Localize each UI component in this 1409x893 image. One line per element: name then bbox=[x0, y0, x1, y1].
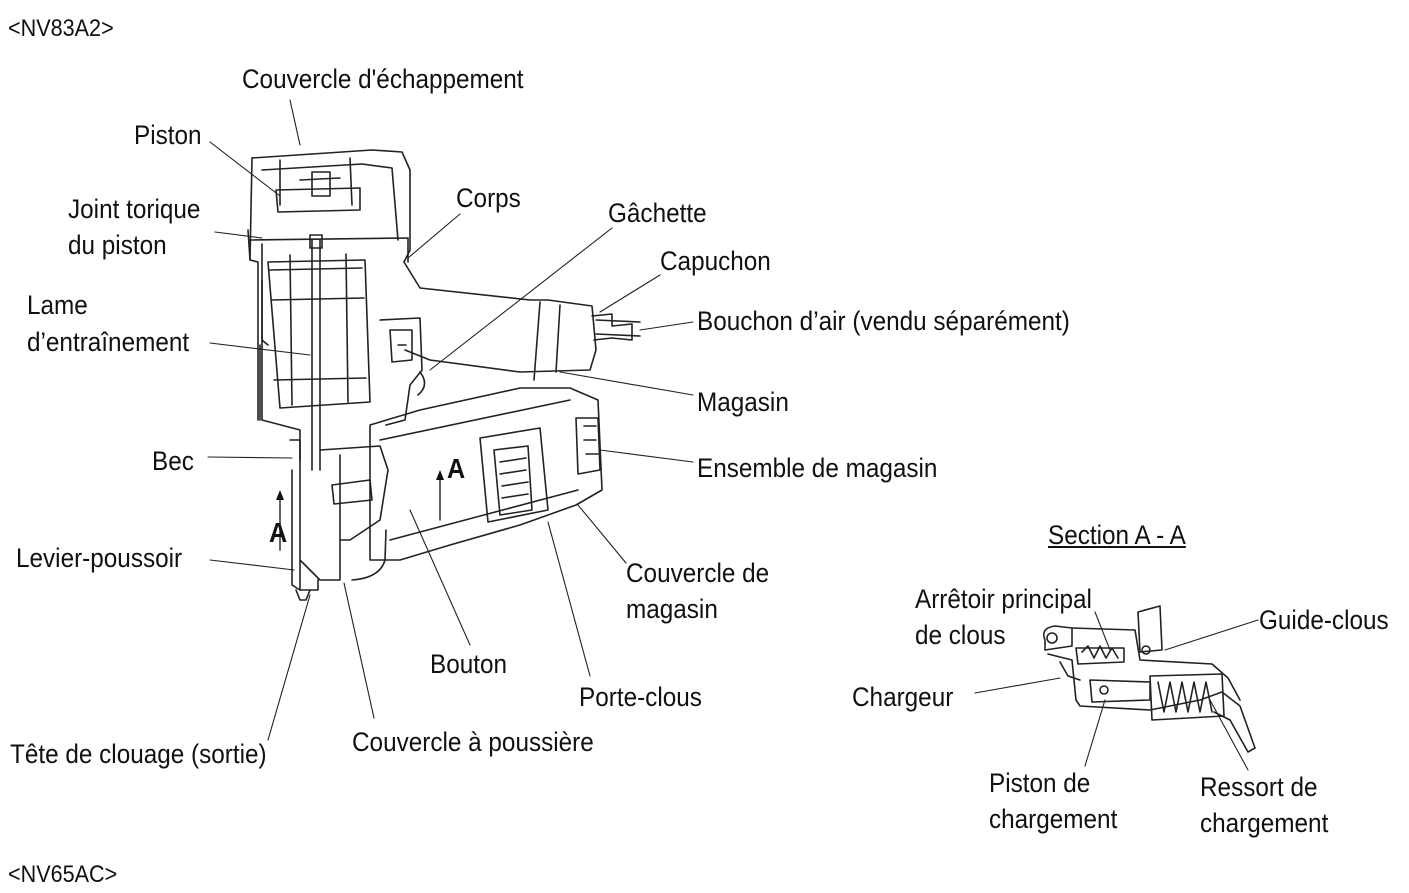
label-couvercle-echappement: Couvercle d'échappement bbox=[242, 64, 524, 94]
model-title-nv65ac: <NV65AC> bbox=[8, 861, 118, 888]
handle-shape bbox=[403, 261, 597, 373]
label-couvercle-magasin-1: Couvercle de bbox=[626, 558, 770, 588]
label-joint-torique-1: Joint torique bbox=[68, 194, 201, 224]
label-joint-torique-2: du piston bbox=[68, 230, 167, 260]
label-piston-chargement-1: Piston de bbox=[989, 768, 1091, 798]
label-couvercle-poussiere: Couvercle à poussière bbox=[352, 727, 594, 757]
label-porte-clous: Porte-clous bbox=[579, 682, 702, 712]
label-chargeur: Chargeur bbox=[852, 682, 954, 712]
label-ressort-chargement-1: Ressort de bbox=[1200, 772, 1318, 802]
label-levier-poussoir: Levier-poussoir bbox=[16, 543, 183, 573]
section-marker-right: A bbox=[447, 453, 466, 484]
label-bouton: Bouton bbox=[430, 649, 508, 679]
label-gachette: Gâchette bbox=[608, 198, 707, 228]
label-corps: Corps bbox=[456, 183, 521, 213]
label-piston: Piston bbox=[134, 120, 202, 150]
magazine-shape bbox=[369, 387, 603, 561]
label-guide-clous: Guide-clous bbox=[1259, 605, 1389, 635]
air-plug-shape bbox=[591, 313, 633, 341]
model-title-nv83a2: <NV83A2> bbox=[8, 15, 114, 42]
body-shape bbox=[249, 237, 409, 263]
label-magasin: Magasin bbox=[697, 387, 789, 417]
section-detail-shape bbox=[1042, 605, 1256, 753]
label-couvercle-magasin-2: magasin bbox=[626, 594, 718, 624]
drive-blade-shape bbox=[311, 239, 321, 471]
trigger-shape bbox=[379, 317, 423, 426]
label-arretoir-2: de clous bbox=[915, 620, 1006, 650]
label-ensemble-magasin: Ensemble de magasin bbox=[697, 453, 938, 483]
label-lame-1: Lame bbox=[27, 290, 88, 320]
label-ressort-chargement-2: chargement bbox=[1200, 808, 1329, 838]
label-tete-clouage: Tête de clouage (sortie) bbox=[10, 739, 267, 769]
label-capuchon: Capuchon bbox=[660, 246, 771, 276]
label-piston-chargement-2: chargement bbox=[989, 804, 1118, 834]
label-bouchon-air: Bouchon d’air (vendu séparément) bbox=[697, 306, 1070, 336]
label-arretoir-1: Arrêtoir principal bbox=[915, 584, 1092, 614]
label-bec: Bec bbox=[152, 446, 194, 476]
exhaust-cover-shape bbox=[251, 149, 411, 263]
label-lame-2: d’entraînement bbox=[27, 327, 190, 357]
nose-shape bbox=[289, 439, 341, 591]
section-marker-left: A bbox=[269, 517, 288, 548]
section-title: Section A - A bbox=[1048, 520, 1186, 550]
